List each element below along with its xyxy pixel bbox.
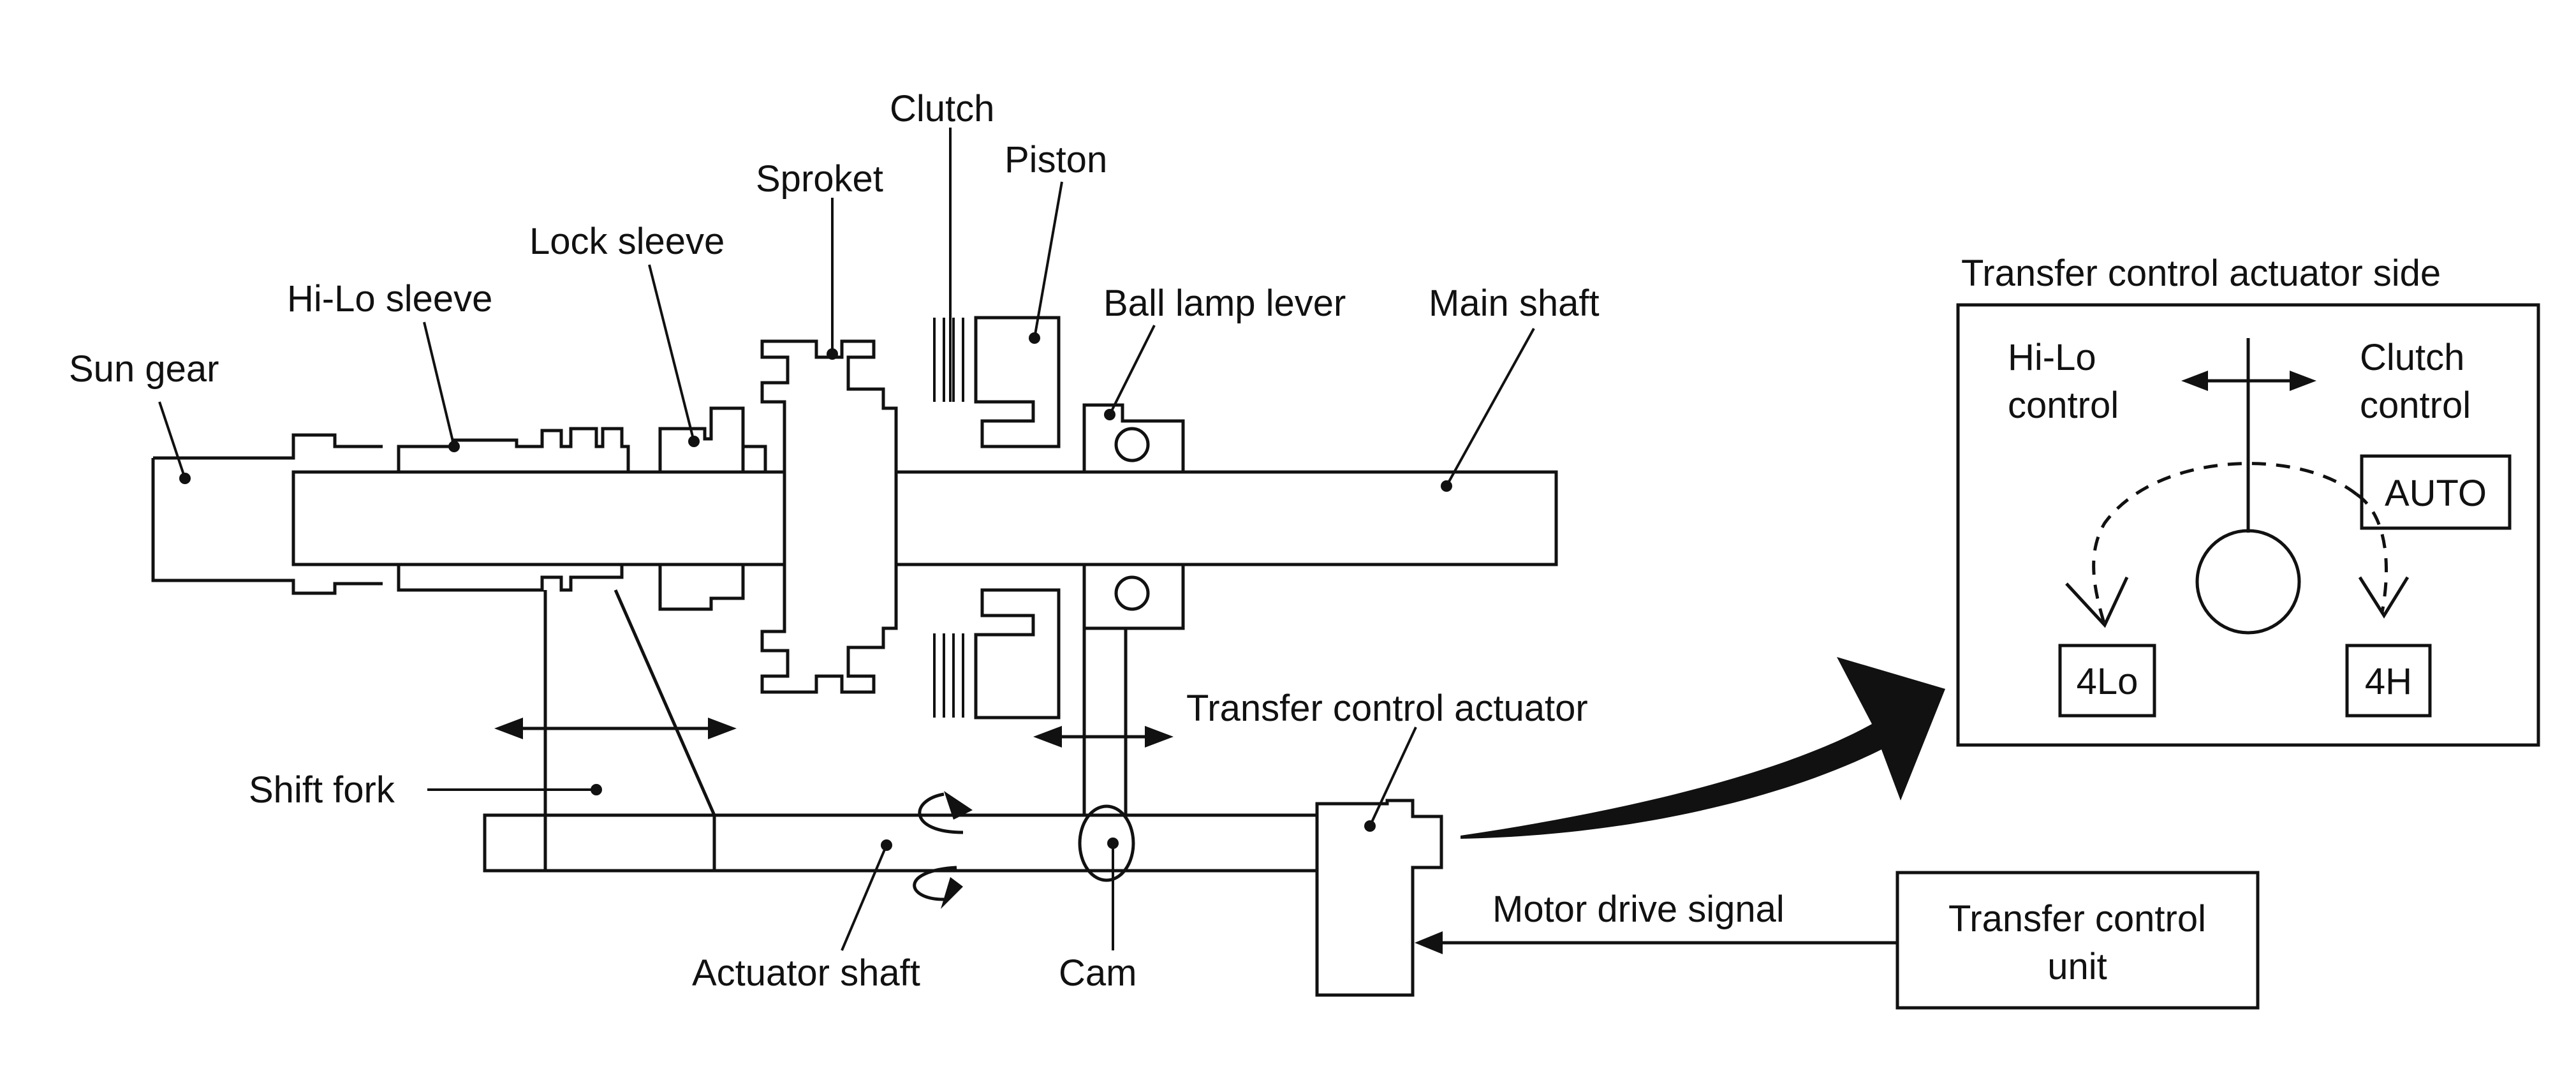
rotation-arrows-icon	[913, 791, 973, 909]
inset-panel: Transfer control actuator side Hi-Lo con…	[1956, 253, 2540, 747]
transfer-control-actuator	[1315, 799, 1443, 997]
ball-lamp-lever	[1082, 403, 1185, 816]
transfer-control-unit-box	[1895, 871, 2260, 1010]
label-hi-lo-sleeve: Hi-Lo sleeve	[287, 278, 492, 320]
label-shift-fork: Shift fork	[249, 769, 395, 811]
inset-hi-lo-label-line2: control	[2008, 385, 2119, 426]
clutch-plates	[933, 318, 964, 718]
actuator-knob	[2195, 529, 2301, 635]
label-sproket: Sproket	[756, 158, 883, 200]
actuator-shaft	[483, 589, 1319, 871]
label-transfer-control-actuator: Transfer control actuator	[1186, 688, 1588, 729]
mode-4lo-label: 4Lo	[2077, 661, 2138, 702]
label-clutch: Clutch	[890, 88, 994, 129]
inset-title: Transfer control actuator side	[1961, 253, 2441, 294]
mode-4h-label: 4H	[2365, 661, 2412, 702]
label-main-shaft: Main shaft	[1429, 283, 1600, 324]
label-sun-gear: Sun gear	[69, 348, 219, 390]
hi-lo-clutch-arrow-icon	[2181, 371, 2316, 391]
lever-arrow-icon	[1033, 726, 1174, 748]
label-piston: Piston	[1005, 139, 1107, 181]
inset-clutch-label-line1: Clutch	[2360, 337, 2464, 378]
inset-hi-lo-label-line1: Hi-Lo	[2008, 337, 2096, 378]
mode-4lo-box	[2058, 644, 2156, 718]
sun-gear	[151, 433, 383, 595]
cam	[1078, 804, 1135, 882]
label-motor-drive-signal: Motor drive signal	[1492, 889, 1785, 930]
piston	[974, 316, 1061, 720]
sproket	[760, 339, 898, 694]
transfer-control-unit-label-line1: Transfer control	[1948, 898, 2206, 940]
transfer-control-unit-label-line2: unit	[2047, 946, 2107, 987]
lock-sleeve	[658, 406, 767, 611]
shift-fork-arrow-icon	[494, 718, 737, 739]
label-actuator-shaft: Actuator shaft	[692, 952, 920, 994]
mode-auto-label: AUTO	[2385, 473, 2487, 514]
mode-auto-box	[2360, 454, 2512, 530]
leader-lines	[158, 128, 1535, 951]
main-shaft	[291, 470, 1558, 566]
inset-clutch-label-line2: control	[2360, 385, 2471, 426]
callout-arrow-icon	[1461, 657, 1945, 839]
mode-4h-box	[2345, 644, 2432, 718]
label-lock-sleeve: Lock sleeve	[529, 221, 725, 262]
label-ball-lamp-lever: Ball lamp lever	[1103, 283, 1346, 324]
label-cam: Cam	[1059, 952, 1137, 994]
motor-drive-signal-arrow	[1415, 931, 1897, 954]
hi-lo-sleeve	[397, 427, 630, 592]
